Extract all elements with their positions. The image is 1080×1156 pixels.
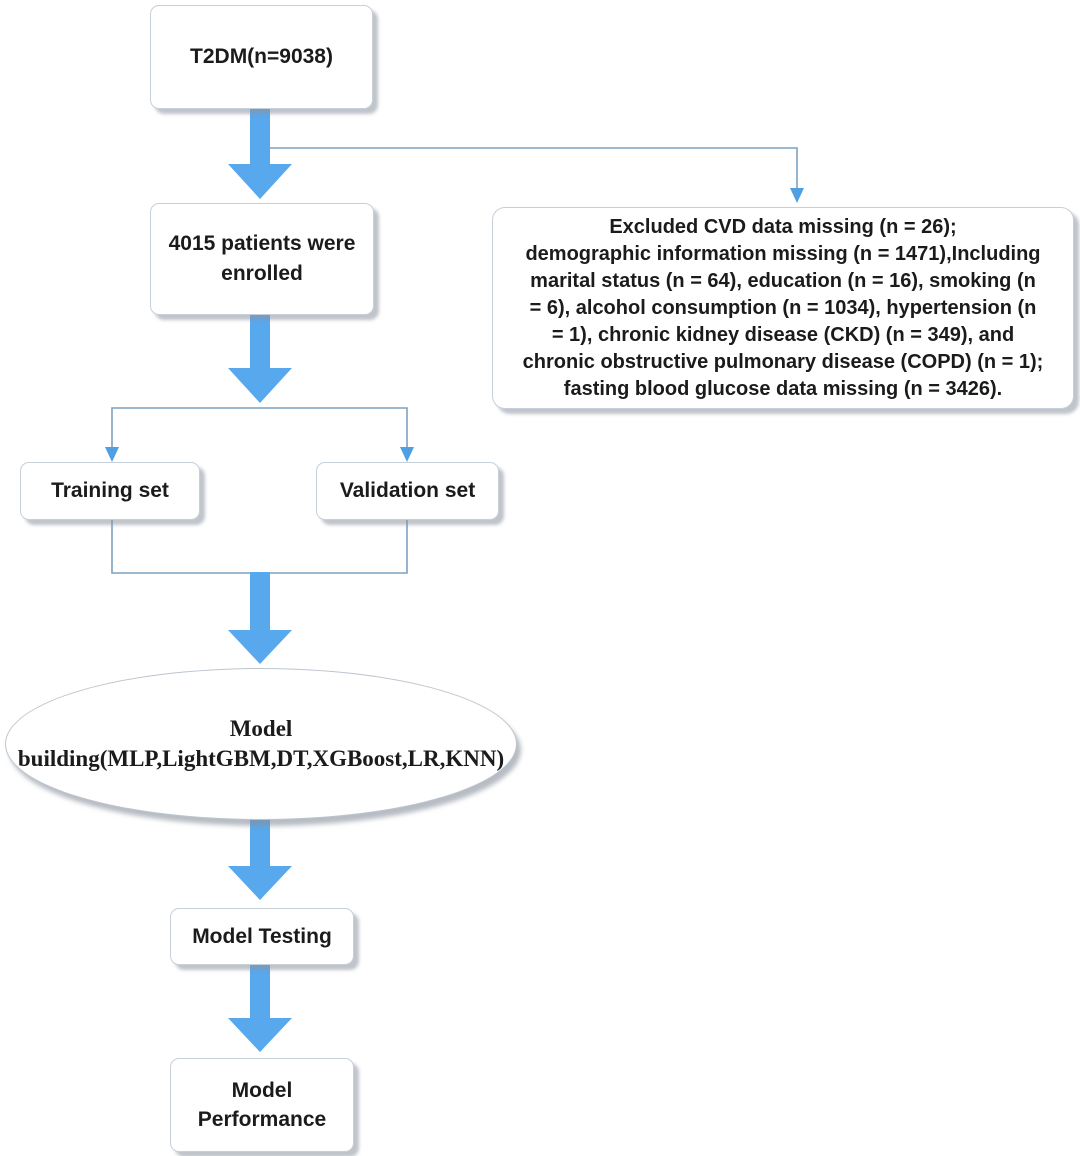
node-model-performance: Model Performance — [170, 1058, 354, 1152]
node-training-set: Training set — [20, 462, 200, 520]
node-model-building-label: Model building(MLP,LightGBM,DT,XGBoost,L… — [17, 716, 505, 771]
node-exclusion-criteria: Excluded CVD data missing (n = 26); demo… — [492, 207, 1074, 409]
arrow-down-icon — [228, 962, 292, 1052]
node-t2dm-label: T2DM(n=9038) — [190, 45, 333, 68]
connector-split — [111, 407, 408, 453]
node-patients-enrolled: 4015 patients were enrolled — [150, 203, 374, 315]
connector-join — [111, 519, 408, 574]
node-model-testing-label: Model Testing — [192, 924, 332, 948]
connector-branch-right — [270, 147, 798, 189]
arrowhead-down-icon — [790, 188, 804, 203]
node-validation-set-label: Validation set — [339, 479, 476, 502]
node-patients-enrolled-label: 4015 patients were enrolled — [168, 232, 356, 285]
node-validation-set: Validation set — [316, 462, 499, 520]
node-model-building: Model building(MLP,LightGBM,DT,XGBoost,L… — [5, 668, 517, 820]
arrow-down-icon — [228, 572, 292, 664]
arrowhead-down-icon — [105, 447, 119, 462]
arrow-down-icon — [228, 312, 292, 403]
arrow-down-icon — [228, 109, 292, 199]
node-exclusion-criteria-label: Excluded CVD data missing (n = 26); demo… — [522, 215, 1044, 400]
node-model-testing: Model Testing — [170, 908, 354, 965]
arrow-down-icon — [228, 817, 292, 900]
arrowhead-down-icon — [400, 447, 414, 462]
node-training-set-label: Training set — [51, 479, 169, 502]
node-model-performance-label: Model Performance — [197, 1079, 327, 1131]
node-t2dm: T2DM(n=9038) — [150, 5, 373, 109]
